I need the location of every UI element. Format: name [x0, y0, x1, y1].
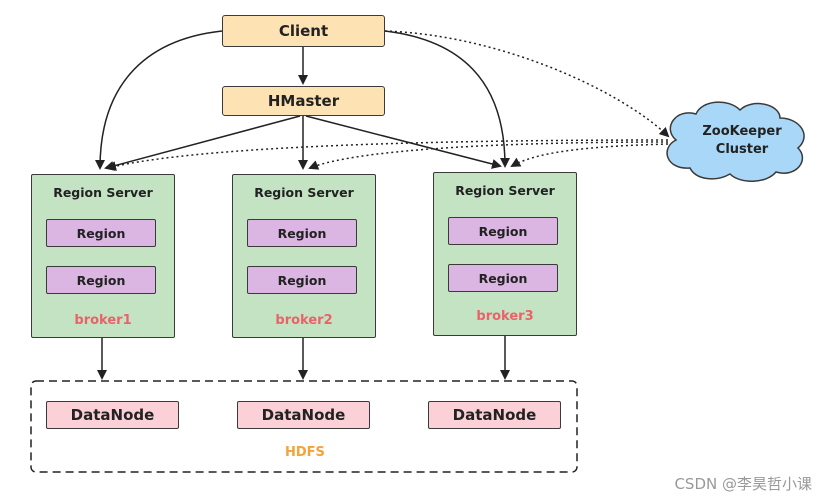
region-box: Region [46, 219, 156, 247]
region-server-title: Region Server [53, 185, 153, 200]
dotted-client-to-zookeeper [384, 30, 670, 138]
region-server-2: Region Server Region Region broker2 [232, 174, 376, 338]
region-box: Region [46, 266, 156, 294]
dotted-zookeeper-to-server3 [510, 143, 669, 167]
region-box: Region [247, 266, 357, 294]
broker-label: broker1 [74, 313, 132, 328]
arrow-client-to-server1 [95, 30, 223, 170]
dotted-zookeeper-to-server2 [308, 141, 669, 170]
zookeeper-cloud-shape [666, 101, 805, 182]
region-server-3: Region Server Region Region broker3 [433, 172, 577, 336]
region-box: Region [448, 217, 558, 245]
region-server-title: Region Server [254, 185, 354, 200]
hdfs-label: HDFS [285, 445, 325, 460]
broker-label: broker2 [275, 313, 333, 328]
datanode-3: DataNode [428, 401, 561, 429]
arrow-hmaster-to-server1 [104, 115, 301, 171]
datanode-2: DataNode [237, 401, 370, 429]
arrow-hmaster-to-server3 [305, 115, 502, 169]
region-box: Region [247, 219, 357, 247]
hdfs-container [30, 380, 578, 473]
watermark: CSDN @李昊哲小课 [674, 475, 812, 493]
zookeeper-label-line1: ZooKeeper [702, 124, 782, 139]
client-box: Client [222, 15, 385, 47]
region-server-1: Region Server Region Region broker1 [31, 174, 175, 338]
hmaster-box: HMaster [222, 86, 385, 116]
zookeeper-label-line2: Cluster [715, 142, 769, 157]
region-server-title: Region Server [455, 183, 555, 198]
region-box: Region [448, 264, 558, 292]
broker-label: broker3 [476, 309, 534, 324]
datanode-1: DataNode [46, 401, 179, 429]
arrow-client-to-server3 [384, 30, 510, 168]
zookeeper-label: ZooKeeper Cluster [692, 123, 792, 159]
